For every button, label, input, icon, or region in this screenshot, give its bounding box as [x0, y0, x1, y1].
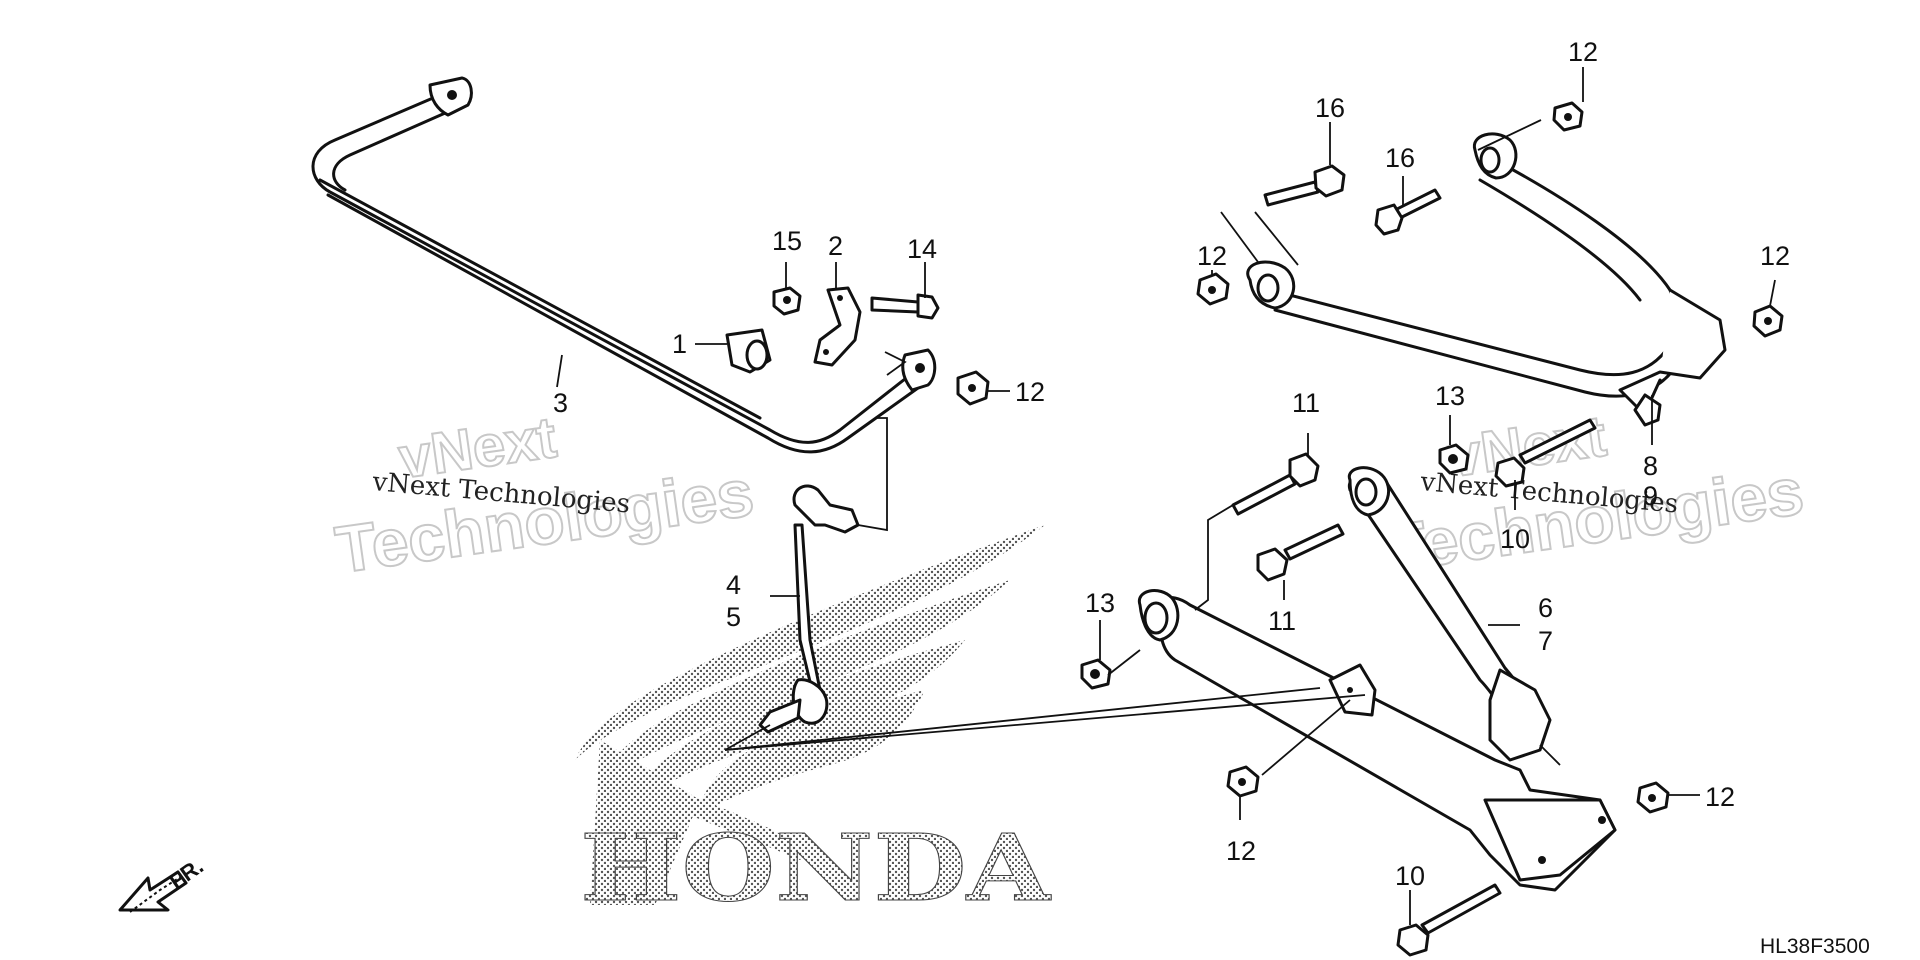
collar-13-left[interactable]: [1080, 658, 1112, 690]
flange-bolt-11-upper[interactable]: [1231, 452, 1320, 516]
callout-16-right: 16: [1385, 143, 1415, 173]
callout-13-left: 13: [1085, 588, 1115, 618]
flange-nut-12-bar[interactable]: [956, 370, 990, 406]
flange-nut-12-right[interactable]: [1752, 304, 1784, 338]
callout-13-right: 13: [1435, 381, 1465, 411]
callout-12-top: 12: [1568, 37, 1598, 67]
flange-nut-15[interactable]: [772, 286, 802, 316]
collar-13-right[interactable]: [1438, 443, 1470, 475]
front-arrow: FR.: [118, 853, 208, 913]
flange-nut-12-upper-left[interactable]: [1196, 272, 1230, 306]
upper-arm[interactable]: [1246, 132, 1727, 427]
flange-nut-12-top[interactable]: [1552, 101, 1584, 132]
flange-bolt-14[interactable]: [870, 293, 940, 320]
callout-6: 6: [1538, 593, 1553, 623]
callout-12-bar: 12: [1015, 377, 1045, 407]
stabilizer-bar[interactable]: [311, 76, 937, 454]
callout-10-lower: 10: [1395, 861, 1425, 891]
callout-5: 5: [726, 602, 741, 632]
flange-bolt-10-upper[interactable]: [1494, 418, 1597, 488]
callout-12-lower-right: 12: [1705, 782, 1735, 812]
callout-2: 2: [828, 231, 843, 261]
callout-8: 8: [1643, 451, 1658, 481]
callout-9: 9: [1643, 481, 1658, 511]
flange-bolt-11-lower[interactable]: [1256, 523, 1345, 582]
diagram-code: HL38F3500: [1760, 935, 1870, 958]
callout-11-lower: 11: [1268, 606, 1296, 636]
stabilizer-bush[interactable]: [725, 328, 772, 374]
stabilizer-link[interactable]: [758, 484, 860, 734]
callout-1: 1: [672, 329, 687, 359]
flange-bolt-10-lower[interactable]: [1396, 883, 1502, 957]
leader-lines: [556, 67, 1776, 925]
callout-labels: 3 1 15 2 14 12 4 5 16 16 12 12 12 8 9 11…: [553, 37, 1790, 891]
callout-3: 3: [553, 388, 568, 418]
flange-bolt-16-left[interactable]: [1263, 164, 1346, 207]
callout-16-left: 16: [1315, 93, 1345, 123]
callout-10-upper: 10: [1500, 524, 1530, 554]
flange-bolt-16-right[interactable]: [1374, 188, 1442, 236]
honda-brand-text: HONDA: [580, 814, 1052, 922]
callout-11-upper: 11: [1292, 388, 1320, 418]
callout-12-upper-left: 12: [1197, 241, 1227, 271]
flange-nut-12-lower-right[interactable]: [1636, 781, 1670, 814]
flange-nut-12-lower-left[interactable]: [1226, 765, 1260, 798]
callout-7: 7: [1538, 626, 1553, 656]
callout-4: 4: [726, 570, 741, 600]
callout-15: 15: [772, 226, 802, 256]
bush-holder[interactable]: [813, 286, 862, 367]
lower-arm[interactable]: [1137, 466, 1617, 892]
callout-12-lower-left: 12: [1226, 836, 1256, 866]
callout-12-right: 12: [1760, 241, 1790, 271]
callout-14: 14: [907, 234, 937, 264]
